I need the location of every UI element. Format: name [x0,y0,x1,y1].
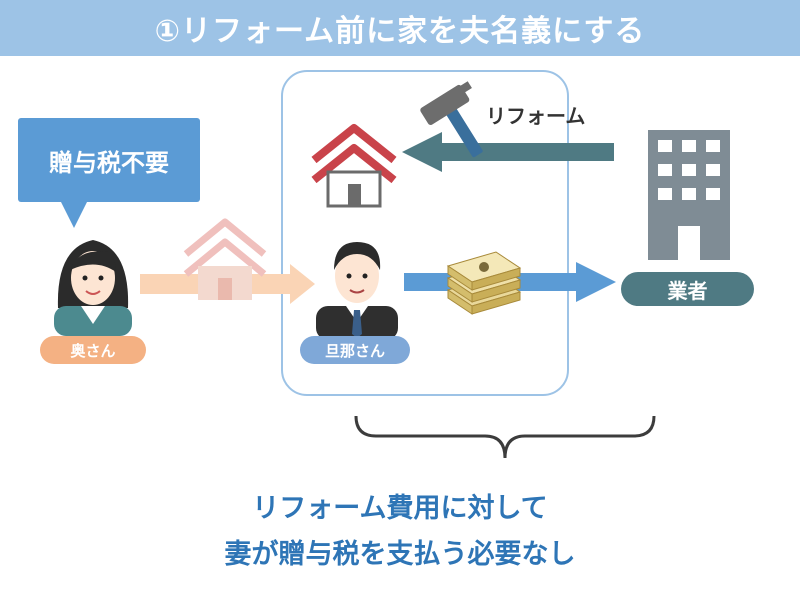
curly-brace [354,415,656,459]
title-bar: ①リフォーム前に家を夫名義にする [0,0,800,56]
money-icon [446,251,522,315]
bubble-tail [60,200,88,228]
building-icon [648,130,730,260]
wife-avatar [54,240,132,336]
husband-avatar [316,242,398,340]
house-icon [311,124,397,208]
conclusion-line-1: リフォーム費用に対して [252,493,548,524]
reform-arrow [402,132,614,172]
vendor-label: 業者 [621,272,754,306]
reform-label: リフォーム [486,104,586,128]
gift-tax-bubble: 贈与税不要 [18,118,200,202]
conclusion-line-2: 妻が贈与税を支払う必要なし [224,539,576,570]
wife-label: 奥さん [40,336,146,364]
husband-label: 旦那さん [300,336,410,364]
faded-house-icon [183,218,267,300]
husband-group-frame [281,70,569,396]
hammer-icon [420,81,483,158]
